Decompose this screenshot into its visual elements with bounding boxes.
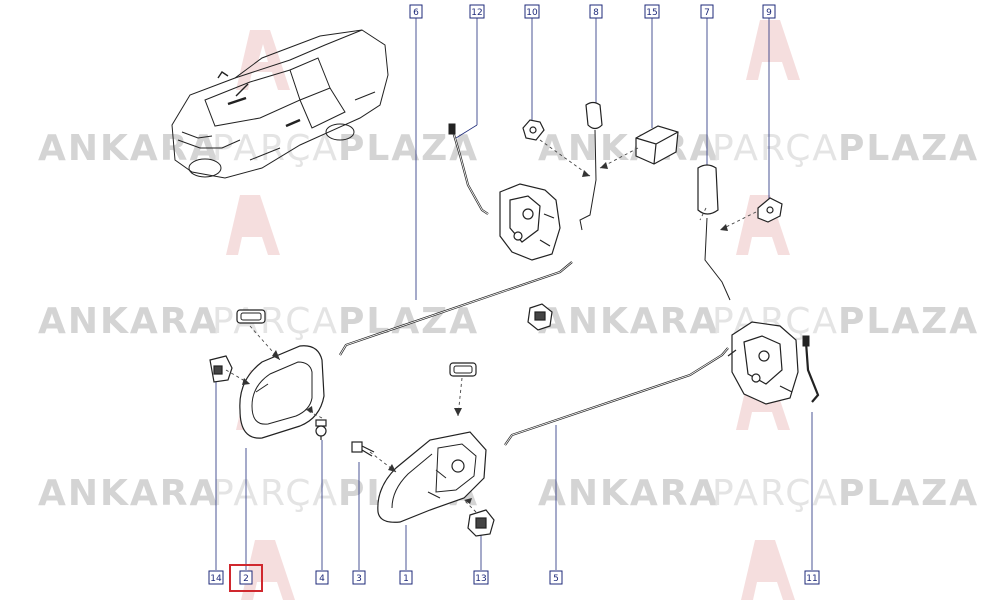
part-clip-10 — [522, 119, 545, 141]
callout-label: 8 — [593, 8, 599, 18]
car-illustration — [171, 29, 389, 179]
callout-11[interactable]: 11 — [804, 570, 820, 585]
watermark-logo — [746, 20, 800, 80]
part-rod-5 — [504, 347, 729, 446]
part-lock-front — [499, 183, 561, 261]
part-seal-lower — [449, 362, 477, 377]
callout-label: 12 — [471, 8, 482, 18]
part-clip-13 — [467, 509, 495, 537]
callout-label: 10 — [526, 8, 538, 18]
watermark-word: ANKARA — [38, 301, 219, 342]
watermark-row-1: ANKARA PARÇA PLAZA ANKARA PARÇA PLAZA — [38, 128, 979, 169]
watermark-logo — [236, 30, 290, 90]
callout-label: 2 — [243, 574, 249, 584]
watermark: ANKARA PARÇA PLAZA ANKARA PARÇA PLAZA AN… — [38, 20, 979, 600]
part-clip-9 — [757, 197, 783, 223]
callouts: 6 12 10 8 15 7 9 14 — [208, 4, 820, 592]
part-switch-15 — [635, 125, 679, 165]
callout-label: 3 — [356, 574, 362, 584]
watermark-word: PARÇA — [712, 473, 839, 514]
watermark-word: ANKARA — [538, 473, 719, 514]
watermark-word: PARÇA — [712, 128, 839, 169]
leader-lines — [215, 17, 813, 570]
callout-label: 7 — [704, 8, 710, 18]
watermark-logo — [736, 195, 790, 255]
callout-15[interactable]: 15 — [644, 4, 660, 19]
part-rod-6 — [339, 261, 573, 356]
callout-12[interactable]: 12 — [469, 4, 485, 19]
callout-5[interactable]: 5 — [549, 570, 563, 585]
part-rod-11 — [802, 335, 820, 403]
callout-7[interactable]: 7 — [700, 4, 714, 19]
callout-10[interactable]: 10 — [524, 4, 540, 19]
callout-label: 15 — [646, 8, 657, 18]
watermark-row-2: ANKARA PARÇA PLAZA ANKARA PARÇA PLAZA — [38, 301, 979, 342]
callout-label: 9 — [766, 8, 772, 18]
watermark-row-3: ANKARA PARÇA PLAZA ANKARA PARÇA PLAZA — [38, 473, 979, 514]
part-bezel-2 — [239, 345, 325, 439]
callout-1[interactable]: 1 — [399, 570, 413, 585]
watermark-word: PLAZA — [838, 301, 979, 342]
watermark-word: PLAZA — [838, 473, 979, 514]
watermark-word: ANKARA — [38, 473, 219, 514]
watermark-word: PARÇA — [212, 301, 339, 342]
callout-label: 14 — [210, 574, 222, 584]
callout-6[interactable]: 6 — [409, 4, 423, 19]
watermark-word: ANKARA — [38, 128, 219, 169]
watermark-word: ANKARA — [538, 128, 719, 169]
callout-14[interactable]: 14 — [208, 570, 224, 585]
part-screw-4 — [315, 419, 327, 440]
part-screw-3 — [351, 441, 375, 457]
callout-3[interactable]: 3 — [352, 570, 366, 585]
part-rod-8 — [579, 101, 603, 231]
callout-label: 4 — [319, 574, 325, 584]
watermark-word: PARÇA — [212, 473, 339, 514]
callout-label: 13 — [475, 574, 486, 584]
watermark-word: PARÇA — [212, 128, 339, 169]
highlight-frame — [229, 564, 263, 592]
part-handle-1 — [377, 431, 487, 523]
watermark-word: PLAZA — [838, 128, 979, 169]
watermark-logo — [241, 540, 295, 600]
callout-label: 6 — [413, 8, 419, 18]
watermark-logo — [741, 540, 795, 600]
callout-4[interactable]: 4 — [315, 570, 329, 585]
callout-label: 11 — [806, 574, 817, 584]
watermark-word: ANKARA — [538, 301, 719, 342]
watermark-logo — [226, 195, 280, 255]
callout-9[interactable]: 9 — [762, 4, 776, 19]
part-rod-12 — [448, 123, 489, 215]
callout-2-highlighted[interactable]: 2 — [229, 564, 263, 592]
callout-label: 1 — [403, 574, 409, 584]
part-lock-rear — [727, 321, 799, 405]
part-clip-center — [527, 303, 553, 331]
callout-13[interactable]: 13 — [473, 570, 489, 585]
callout-label: 5 — [553, 574, 559, 584]
part-seal-upper — [236, 309, 266, 324]
part-rod-7 — [697, 164, 731, 301]
callout-8[interactable]: 8 — [589, 4, 603, 19]
part-clip-14 — [209, 355, 233, 383]
assembly-guides — [225, 139, 757, 513]
